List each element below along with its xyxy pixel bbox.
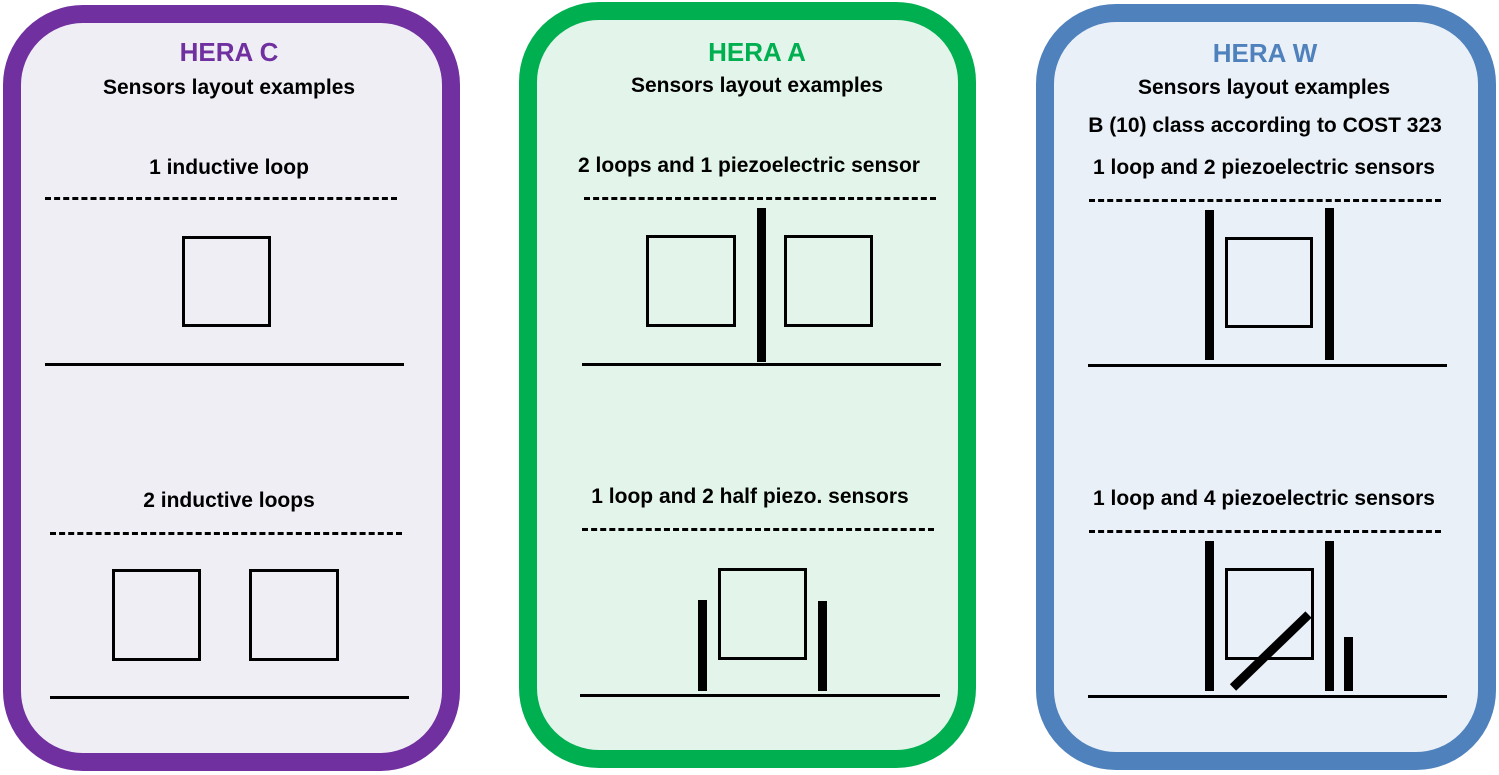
inductive-loop (718, 568, 807, 660)
piezoelectric-sensor (1325, 208, 1334, 360)
piezoelectric-sensor (1205, 210, 1214, 360)
layout-caption: 1 loop and 2 piezoelectric sensors (1093, 156, 1435, 179)
inductive-loop (112, 569, 201, 661)
panel-title: HERA A (708, 37, 806, 67)
inductive-loop (249, 569, 339, 661)
inductive-loop (784, 235, 873, 327)
road-edge-line (1088, 695, 1447, 698)
lane-dashed-line (582, 528, 934, 531)
panel-hera-a (519, 2, 976, 768)
half-piezo-sensor (818, 601, 827, 691)
piezoelectric-sensor (757, 208, 766, 362)
layout-caption: 2 inductive loops (143, 489, 315, 512)
panel-subtitle: Sensors layout examples (1137, 76, 1391, 99)
lane-dashed-line (45, 197, 397, 200)
panel-title: HERA W (1212, 38, 1318, 68)
layout-caption: 1 loop and 2 half piezo. sensors (591, 485, 909, 508)
road-edge-line (45, 363, 404, 366)
short-piezoelectric-sensor (1344, 637, 1353, 691)
panel-hera-c (3, 5, 460, 771)
layout-caption: 1 loop and 4 piezoelectric sensors (1093, 487, 1435, 510)
panel-note: B (10) class according to COST 323 (1088, 114, 1442, 137)
inductive-loop (1225, 237, 1313, 328)
lane-dashed-line (1089, 199, 1441, 202)
road-edge-line (580, 694, 940, 697)
panel-subtitle: Sensors layout examples (630, 74, 884, 97)
road-edge-line (582, 363, 941, 366)
panel-hera-w (1036, 4, 1496, 770)
half-piezo-sensor (698, 600, 707, 691)
piezoelectric-sensor (1325, 541, 1334, 691)
lane-dashed-line (1089, 530, 1441, 533)
panel-subtitle: Sensors layout examples (102, 76, 356, 99)
piezoelectric-sensor (1205, 541, 1214, 691)
layout-caption: 2 loops and 1 piezoelectric sensor (578, 154, 920, 177)
road-edge-line (50, 696, 409, 699)
layout-caption: 1 inductive loop (149, 156, 309, 179)
lane-dashed-line (584, 197, 936, 200)
panel-title: HERA C (179, 37, 279, 67)
road-edge-line (1088, 364, 1447, 367)
lane-dashed-line (50, 532, 402, 535)
inductive-loop (646, 235, 736, 327)
inductive-loop (182, 236, 271, 327)
